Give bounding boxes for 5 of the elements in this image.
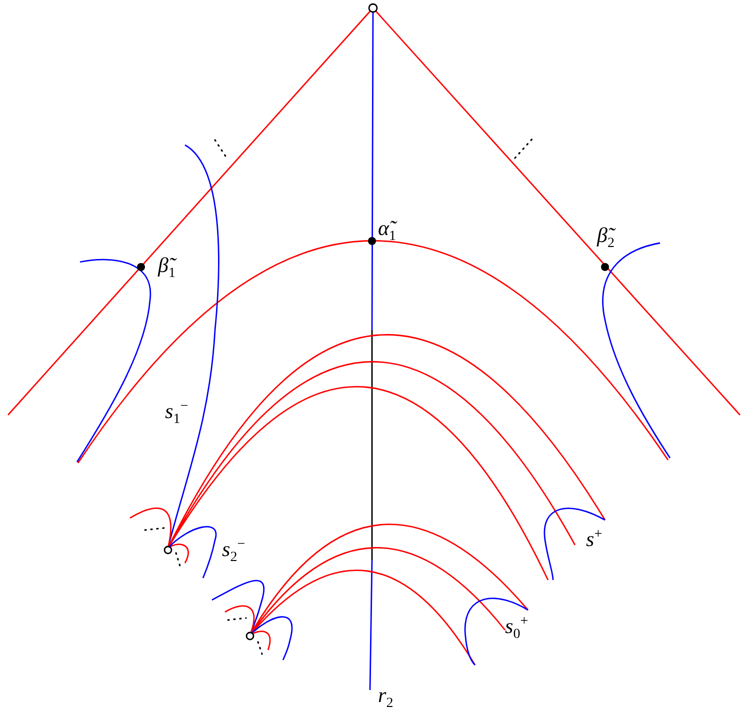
- math-label: β̃$_{1}$: [158, 255, 176, 282]
- math-label: s$^{+}$: [586, 528, 602, 550]
- math-label: α̃$_{1}$: [378, 218, 396, 244]
- math-label: β̃$_{2}$: [597, 225, 614, 252]
- math-label: r$_{2}$: [378, 685, 394, 712]
